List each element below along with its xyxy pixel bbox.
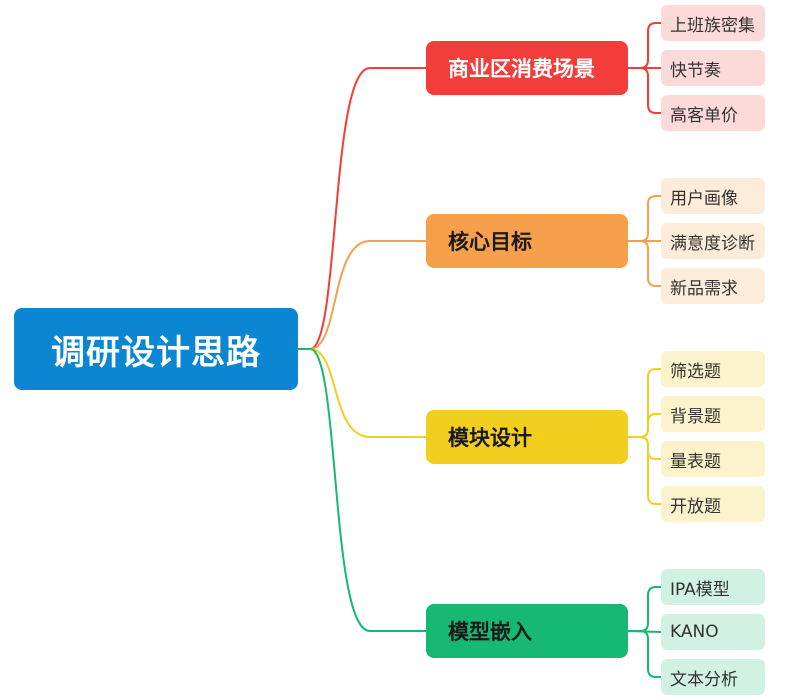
- leaf-label: 背景题: [670, 406, 721, 427]
- branch-leaf-connector: [628, 413, 661, 438]
- leaf-node[interactable]: KANO: [661, 614, 765, 650]
- root-branch-connector: [298, 348, 426, 438]
- leaf-label: 满意度诊断: [670, 233, 755, 254]
- branch-leaf-connector: [628, 436, 661, 460]
- leaf-label: 新品需求: [670, 278, 738, 299]
- branch-leaf-connector: [628, 67, 661, 114]
- branch-label: 模型嵌入: [448, 620, 532, 644]
- leaf-label: 上班族密集: [670, 15, 755, 36]
- leaf-label: 快节奏: [670, 60, 721, 81]
- leaf-node[interactable]: IPA模型: [661, 569, 765, 605]
- branch-label: 核心目标: [448, 230, 532, 254]
- branch-label: 商业区消费场景: [448, 57, 595, 81]
- leaf-node[interactable]: 开放题: [661, 486, 765, 522]
- leaf-node[interactable]: 满意度诊断: [661, 223, 765, 259]
- leaf-label: KANO: [670, 622, 719, 642]
- branch-leaf-connector: [628, 368, 661, 438]
- leaf-label: 筛选题: [670, 361, 721, 382]
- leaf-label: 文本分析: [670, 669, 738, 690]
- root-label: 调研设计思路: [51, 332, 261, 373]
- branch-leaf-connector: [628, 195, 661, 242]
- branch-label: 模块设计: [448, 426, 532, 450]
- branch-node-core-goal[interactable]: 核心目标: [426, 214, 628, 268]
- leaf-node[interactable]: 用户画像: [661, 178, 765, 214]
- branch-leaf-connector: [628, 22, 661, 69]
- leaf-node[interactable]: 筛选题: [661, 351, 765, 387]
- branch-leaf-connector: [628, 586, 661, 632]
- leaf-label: 开放题: [670, 496, 721, 517]
- root-node[interactable]: 调研设计思路: [14, 308, 298, 390]
- branch-node-model-embedding[interactable]: 模型嵌入: [426, 604, 628, 658]
- branch-leaf-connector: [628, 630, 661, 678]
- leaf-label: 量表题: [670, 451, 721, 472]
- leaf-node[interactable]: 量表题: [661, 441, 765, 477]
- leaf-label: IPA模型: [670, 579, 730, 600]
- root-branch-connector: [298, 240, 426, 350]
- root-branch-connector: [298, 348, 426, 632]
- branch-node-module-design[interactable]: 模块设计: [426, 410, 628, 464]
- leaf-node[interactable]: 背景题: [661, 396, 765, 432]
- leaf-label: 高客单价: [670, 105, 738, 126]
- leaf-node[interactable]: 上班族密集: [661, 5, 765, 41]
- branch-node-commercial-scene[interactable]: 商业区消费场景: [426, 41, 628, 95]
- leaf-node[interactable]: 文本分析: [661, 659, 765, 695]
- branch-leaf-connector: [628, 240, 661, 287]
- branch-leaf-connector: [628, 436, 661, 505]
- leaf-node[interactable]: 快节奏: [661, 50, 765, 86]
- leaf-label: 用户画像: [670, 188, 738, 209]
- leaf-node[interactable]: 新品需求: [661, 268, 765, 304]
- leaf-node[interactable]: 高客单价: [661, 95, 765, 131]
- root-branch-connector: [298, 67, 426, 350]
